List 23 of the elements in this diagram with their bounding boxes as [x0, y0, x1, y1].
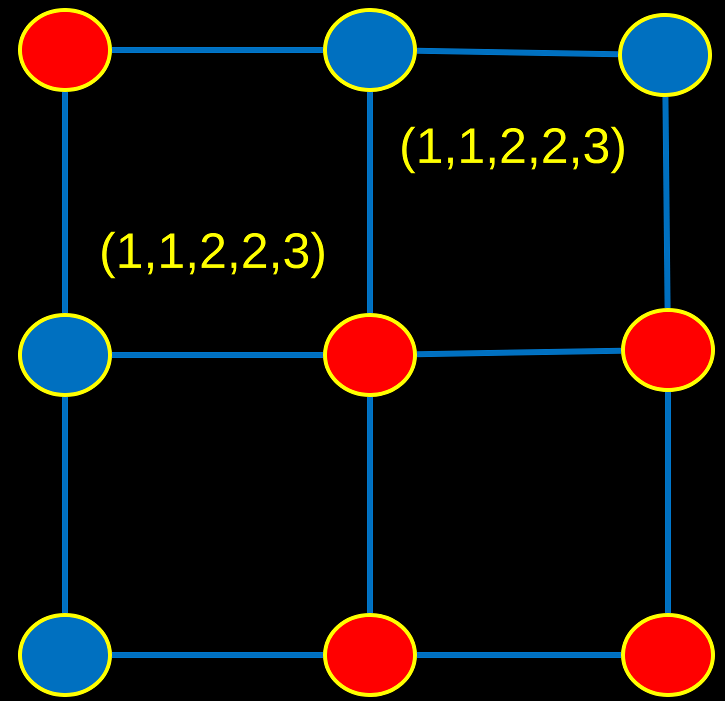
circle-node: [18, 8, 112, 92]
connector-line: [367, 397, 373, 613]
circle-node: [323, 8, 417, 92]
connector-line: [62, 397, 68, 613]
circle-node: [323, 613, 417, 697]
circle-node: [323, 313, 417, 397]
circle-node: [621, 308, 715, 392]
circle-node: [18, 613, 112, 697]
connector-line: [62, 92, 68, 313]
connector-line: [416, 48, 618, 58]
connector-line: [417, 652, 621, 658]
connector-line: [416, 348, 622, 358]
connector-line: [662, 96, 671, 308]
circle-node: [621, 613, 715, 697]
connector-line: [665, 392, 671, 613]
tuple-label: (1,1,2,2,3): [402, 126, 624, 174]
connector-line: [112, 47, 323, 53]
tuple-label: (1,1,2,2,3): [102, 232, 324, 278]
connector-line: [112, 352, 323, 358]
connector-line: [112, 652, 323, 658]
circle-node: [618, 13, 712, 97]
circle-node: [18, 313, 112, 397]
connector-line: [367, 92, 373, 313]
